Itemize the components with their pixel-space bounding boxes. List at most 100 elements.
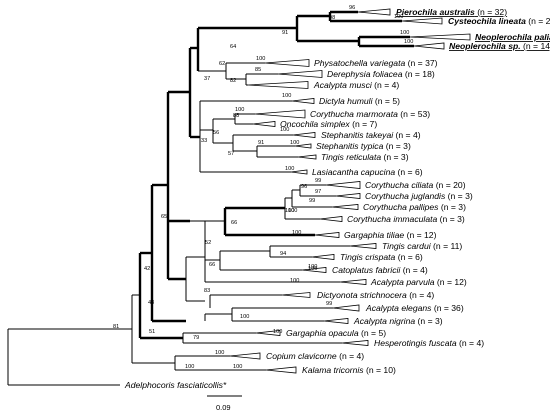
bootstrap-value: 79 [193,335,199,341]
taxon-sample-count: (n = 20) [433,180,465,190]
bootstrap-value: 100 [280,127,289,133]
taxon-sample-count: (n = 3) [381,152,409,162]
collapsed-clade-triangle [357,8,391,16]
taxon-label: Acalypta musci (n = 4) [313,80,399,90]
taxon-sample-count: (n = 12) [404,230,436,240]
collapsed-clade-triangle [311,254,335,260]
bootstrap-value: 66 [231,220,237,226]
bootstrap-value: 81 [113,324,119,330]
bootstrap-value: 100 [256,56,265,62]
collapsed-clade-triangle [349,243,377,249]
taxon-sample-count: (n = 32) [475,7,507,17]
collapsed-clade-triangle [281,292,311,298]
bootstrap-value: 100 [215,350,224,356]
tree-branches [7,10,414,386]
bootstrap-value: 99 [315,178,321,184]
bootstrap-value: 43 [148,300,154,306]
taxon-sample-count: (n = 3) [445,191,473,201]
collapsed-clades [229,8,471,374]
taxon-label: Acalypta elegans (n = 36) [365,303,464,313]
bootstrap-value: 100 [400,30,409,36]
bootstrap-value: 96 [301,184,307,190]
bootstrap-value: 100 [308,266,317,272]
taxon-sample-count: (n = 4) [337,351,365,361]
taxon-label: Derephysia foliacea (n = 18) [327,69,435,79]
bootstrap-value: 100 [282,93,291,99]
taxon-name: Lasiacantha capucina [312,167,395,177]
taxon-name: Tingis reticulata [321,152,381,162]
collapsed-clade-triangle [401,17,443,25]
taxon-label: Cysteochila lineata (n = 25) [448,16,550,26]
bootstrap-value: 100 [292,230,301,236]
bootstrap-value: 98 [329,15,335,21]
taxon-name: Stephanitis typica [316,141,384,151]
bootstrap-value: 100 [240,314,249,320]
taxon-label: Lasiacantha capucina (n = 6) [312,167,423,177]
taxon-sample-count: (n = 7) [350,119,378,129]
collapsed-clade-triangle [319,216,343,222]
taxon-label: Adelphocoris fasciaticollis* [124,380,227,390]
taxon-name: Gargaphia opacula [286,328,359,338]
taxon-sample-count: (n = 4) [393,130,421,140]
collapsed-clade-triangle [297,154,317,160]
taxon-label: Oncochila simplex (n = 7) [280,119,377,129]
bootstrap-value: 100 [233,364,242,370]
taxon-sample-count: (n = 4) [372,80,400,90]
taxon-name: Dictyla humuli [319,96,374,106]
taxon-sample-count: (n = 53) [398,109,430,119]
taxon-name: Acalypta elegans [365,303,432,313]
bootstrap-value: 100 [308,264,317,270]
collapsed-clade-triangle [294,143,312,149]
collapsed-clade-triangle [314,232,340,238]
bootstrap-value: 94 [280,251,286,257]
bootstrap-value: 99 [309,198,315,204]
bootstrap-value: 100 [285,166,294,172]
taxon-label: Corythucha marmorata (n = 53) [310,109,430,119]
taxon-labels: Pierochila australis (n = 32)Cysteochila… [124,7,550,390]
collapsed-clade-triangle [264,59,310,67]
taxon-name: Tingis crispata [340,252,396,262]
bootstrap-value: 88 [233,113,239,119]
taxon-sample-count: (n = 3) [383,141,411,151]
taxon-label: Tingis crispata (n = 6) [340,252,423,262]
bootstrap-value: 62 [219,61,225,67]
taxon-name: Corythucha immaculata [347,214,437,224]
taxon-sample-count: (n = 37) [405,58,437,68]
taxon-label: Copium clavicorne (n = 4) [266,351,364,361]
bootstrap-value: 91 [282,30,288,36]
bootstrap-value: 52 [205,240,211,246]
collapsed-clade-triangle [252,121,276,127]
collapsed-clade-triangle [292,132,316,138]
bootstrap-value: 100 [290,140,299,146]
taxon-label: Catoplatus fabricii (n = 4) [332,265,428,275]
bootstrap-value: 57 [228,151,234,157]
collapsed-clade-triangle [247,81,309,89]
collapsed-clade-triangle [254,109,306,119]
taxon-sample-count: (n = 6) [395,252,423,262]
taxon-sample-count: (n = 36) [431,303,463,313]
bootstrap-value: 97 [315,189,321,195]
taxon-sample-count: (n = 18) [402,69,434,79]
collapsed-clade-triangle [335,193,361,199]
taxon-label: Tingis cardui (n = 11) [382,241,462,251]
taxon-label: Gargaphia opacula (n = 5) [286,328,386,338]
taxon-name: Pierochila australis [396,7,475,17]
taxon-name: Adelphocoris fasciaticollis* [124,380,227,390]
taxon-sample-count: (n = 6) [395,167,423,177]
bootstrap-value: 85 [255,67,261,73]
bootstrap-value: 100 [285,208,294,214]
taxon-label: Hesperotingis fuscata (n = 4) [374,338,484,348]
taxon-sample-count: (n = 3) [437,214,465,224]
taxon-name: Corythucha ciliata [365,180,434,190]
bootstrap-value: 100 [394,14,403,20]
taxon-label: Corythucha pallipes (n = 3) [363,202,466,212]
collapsed-clade-triangle [229,352,261,360]
taxon-sample-count: (n = 4) [407,290,435,300]
taxon-label: Stephanitis takeyai (n = 4) [321,130,421,140]
bootstrap-value: 56 [213,130,219,136]
bootstrap-value: 51 [149,329,155,335]
taxon-name: Derephysia foliacea [327,69,403,79]
collapsed-clade-triangle [341,340,369,346]
collapsed-clade-triangle [301,267,327,273]
